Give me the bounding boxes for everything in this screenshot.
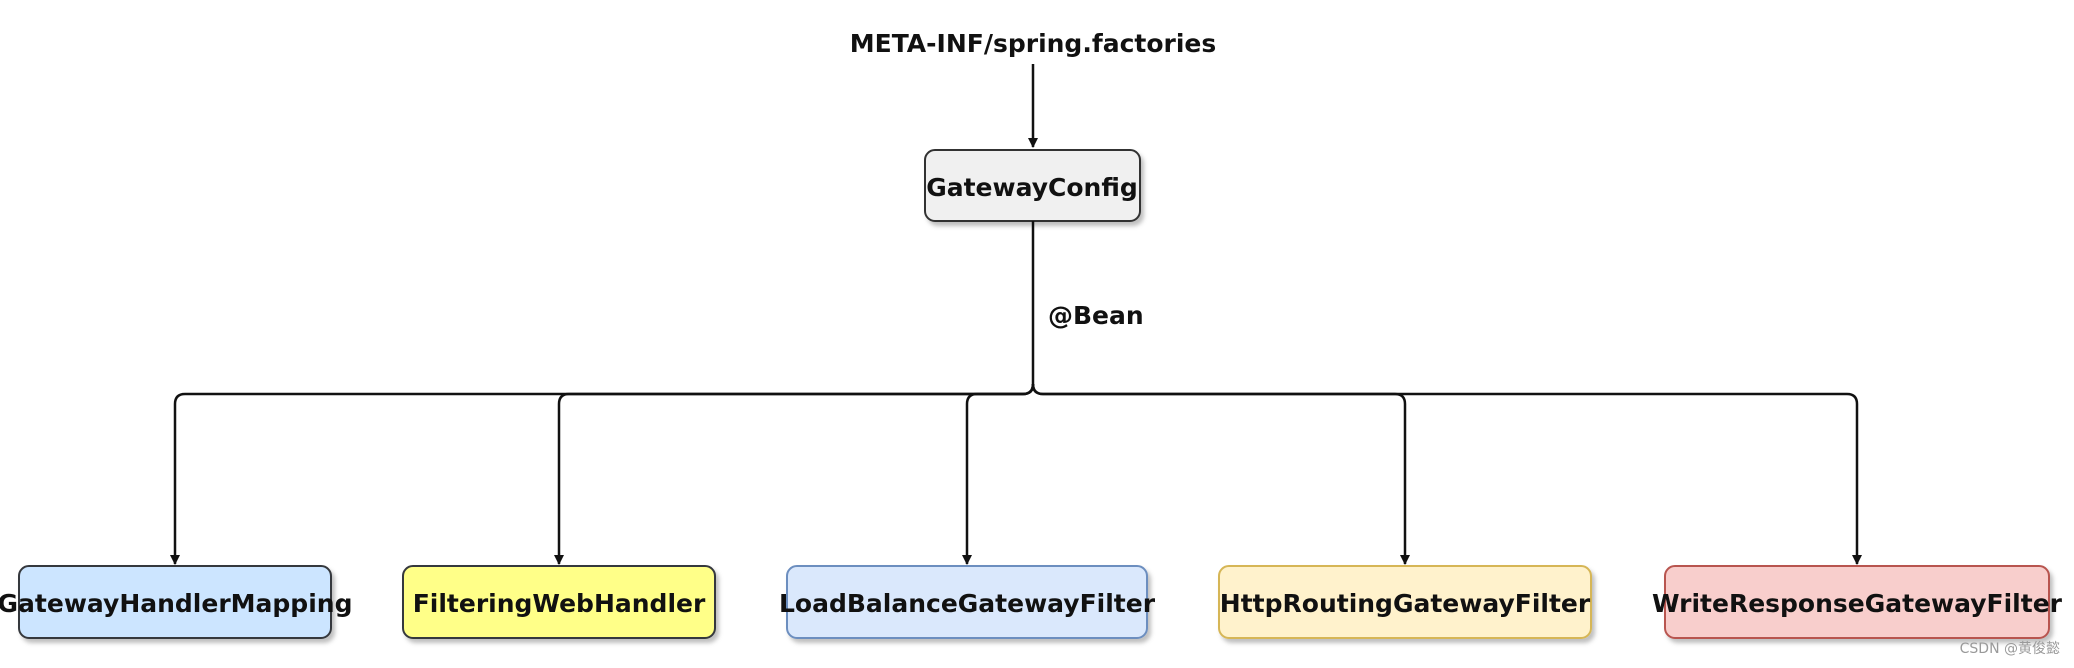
bean-node-label: GatewayHandlerMapping <box>0 589 352 618</box>
bean-node-1[interactable]: GatewayHandlerMapping <box>0 565 352 639</box>
config-node[interactable]: GatewayConfig <box>924 149 1141 222</box>
branch-arrow-3 <box>962 383 1035 565</box>
branch-arrow-2 <box>554 383 1035 565</box>
bean-node-box <box>1218 565 1592 639</box>
watermark: CSDN @黄俊懿 <box>1959 641 2060 657</box>
bean-edge-label: @Bean <box>1048 301 1144 330</box>
bean-nodes: GatewayHandlerMapping FilteringWebHandler… <box>0 565 2063 639</box>
config-node-label: GatewayConfig <box>926 173 1138 202</box>
branch-arrow-5 <box>1031 383 1862 565</box>
bean-node-4[interactable]: HttpRoutingGatewayFilter <box>1218 565 1592 639</box>
bean-node-label: LoadBalanceGatewayFilter <box>779 589 1156 618</box>
bean-node-3[interactable]: LoadBalanceGatewayFilter <box>779 565 1156 639</box>
bean-node-label: WriteResponseGatewayFilter <box>1652 589 2063 618</box>
branch-connectors <box>170 383 1862 565</box>
bean-node-label: FilteringWebHandler <box>413 589 706 618</box>
bean-node-box <box>18 565 332 639</box>
bean-node-5[interactable]: WriteResponseGatewayFilter <box>1652 565 2063 639</box>
bean-node-2[interactable]: FilteringWebHandler <box>402 565 716 639</box>
bean-node-box <box>402 565 716 639</box>
branch-arrow-1 <box>170 383 1035 565</box>
bean-node-box <box>786 565 1148 639</box>
source-label: META-INF/spring.factories <box>850 29 1217 58</box>
branch-arrow-4 <box>1031 383 1410 565</box>
bean-node-label: HttpRoutingGatewayFilter <box>1220 589 1591 618</box>
bean-node-box <box>1664 565 2050 639</box>
